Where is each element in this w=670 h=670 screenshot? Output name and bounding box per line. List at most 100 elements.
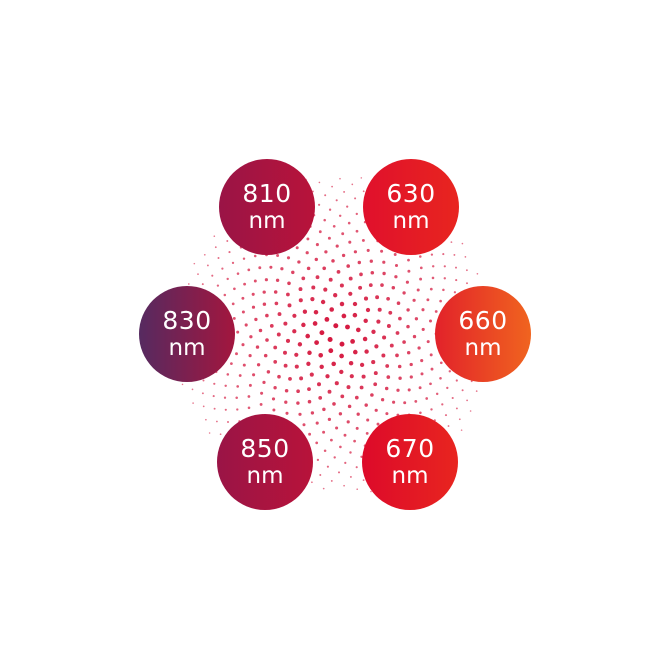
- pattern-dot: [235, 352, 238, 356]
- wavelength-unit: nm: [168, 335, 206, 362]
- pattern-dot: [221, 267, 224, 270]
- pattern-dot: [265, 313, 269, 318]
- pattern-dot: [417, 346, 421, 350]
- pattern-dot: [241, 310, 245, 314]
- pattern-dot: [461, 389, 464, 392]
- pattern-dot: [283, 350, 287, 355]
- pattern-dot: [429, 319, 432, 323]
- pattern-dot: [310, 411, 315, 415]
- pattern-dot: [353, 349, 358, 355]
- pattern-dot: [269, 265, 273, 269]
- pattern-dot: [403, 401, 407, 405]
- pattern-dot: [381, 353, 386, 358]
- pattern-dot: [406, 350, 411, 355]
- pattern-dot: [380, 283, 384, 287]
- pattern-dot: [458, 418, 461, 421]
- pattern-dot: [236, 408, 239, 411]
- pattern-dot: [339, 177, 341, 180]
- wavelength-unit: nm: [248, 208, 286, 235]
- pattern-dot: [327, 236, 331, 240]
- pattern-dot: [419, 277, 423, 281]
- pattern-dot: [276, 332, 281, 337]
- pattern-dot: [223, 293, 227, 297]
- pattern-dot: [251, 305, 256, 309]
- pattern-dot: [466, 399, 468, 402]
- pattern-dot: [208, 432, 211, 434]
- pattern-dot: [324, 317, 330, 322]
- pattern-dot: [397, 364, 402, 369]
- pattern-dot: [419, 255, 422, 258]
- pattern-dot: [429, 353, 433, 357]
- pattern-dot: [349, 374, 354, 379]
- pattern-dot: [461, 242, 464, 245]
- pattern-dot: [373, 371, 378, 376]
- pattern-dot: [363, 318, 368, 324]
- pattern-dot: [380, 249, 384, 253]
- pattern-dot: [327, 417, 332, 422]
- wavelength-value: 630: [386, 178, 436, 208]
- pattern-dot: [309, 372, 314, 377]
- pattern-dot: [292, 313, 297, 318]
- pattern-dot: [439, 377, 442, 380]
- pattern-dot: [314, 340, 319, 345]
- pattern-dot: [352, 301, 358, 307]
- pattern-dot: [339, 445, 342, 449]
- pattern-dot: [333, 456, 336, 459]
- pattern-dot: [306, 361, 311, 366]
- pattern-dot: [435, 392, 439, 396]
- pattern-dot: [361, 374, 366, 379]
- pattern-dot: [431, 265, 435, 268]
- pattern-dot: [416, 288, 420, 292]
- pattern-dot: [412, 298, 416, 302]
- pattern-dot: [344, 461, 347, 465]
- pattern-dot: [325, 374, 330, 379]
- pattern-dot: [419, 411, 422, 415]
- pattern-dot: [201, 392, 204, 395]
- pattern-dot: [420, 359, 424, 363]
- pattern-dot: [312, 321, 318, 326]
- pattern-dot: [331, 185, 333, 188]
- pattern-dot: [224, 384, 227, 388]
- pattern-dot: [248, 383, 252, 387]
- pattern-dot: [357, 260, 362, 265]
- pattern-dot: [236, 272, 240, 275]
- pattern-dot: [298, 287, 303, 292]
- pattern-dot: [460, 429, 463, 431]
- pattern-dot: [276, 254, 280, 257]
- pattern-dot: [305, 251, 309, 255]
- pattern-dot: [430, 367, 434, 371]
- pattern-dot: [238, 374, 242, 377]
- pattern-dot: [346, 420, 350, 424]
- pattern-dot: [331, 259, 335, 263]
- pattern-dot: [318, 203, 321, 206]
- wavelength-value: 670: [385, 433, 435, 463]
- pattern-dot: [395, 331, 400, 335]
- pattern-dot: [306, 237, 310, 241]
- pattern-dot: [343, 484, 345, 487]
- pattern-dot: [421, 327, 425, 331]
- pattern-dot: [299, 376, 304, 381]
- pattern-dot: [192, 402, 194, 404]
- pattern-dot: [355, 426, 359, 430]
- pattern-dot: [343, 190, 346, 193]
- pattern-dot: [414, 317, 419, 321]
- pattern-dot: [450, 241, 453, 243]
- pattern-dot: [232, 316, 236, 320]
- pattern-dot: [351, 183, 354, 186]
- pattern-dot: [365, 307, 371, 313]
- pattern-dot: [418, 386, 422, 390]
- pattern-dot: [307, 399, 312, 404]
- pattern-dot: [226, 373, 230, 376]
- pattern-dot: [412, 334, 417, 339]
- pattern-dot: [429, 382, 432, 386]
- pattern-dot: [322, 407, 326, 412]
- pattern-dot: [302, 309, 308, 314]
- pattern-dot: [298, 298, 303, 303]
- pattern-dot: [407, 258, 410, 262]
- pattern-dot: [448, 370, 452, 373]
- pattern-dot: [228, 251, 231, 254]
- pattern-dot: [211, 274, 214, 277]
- pattern-dot: [215, 420, 218, 423]
